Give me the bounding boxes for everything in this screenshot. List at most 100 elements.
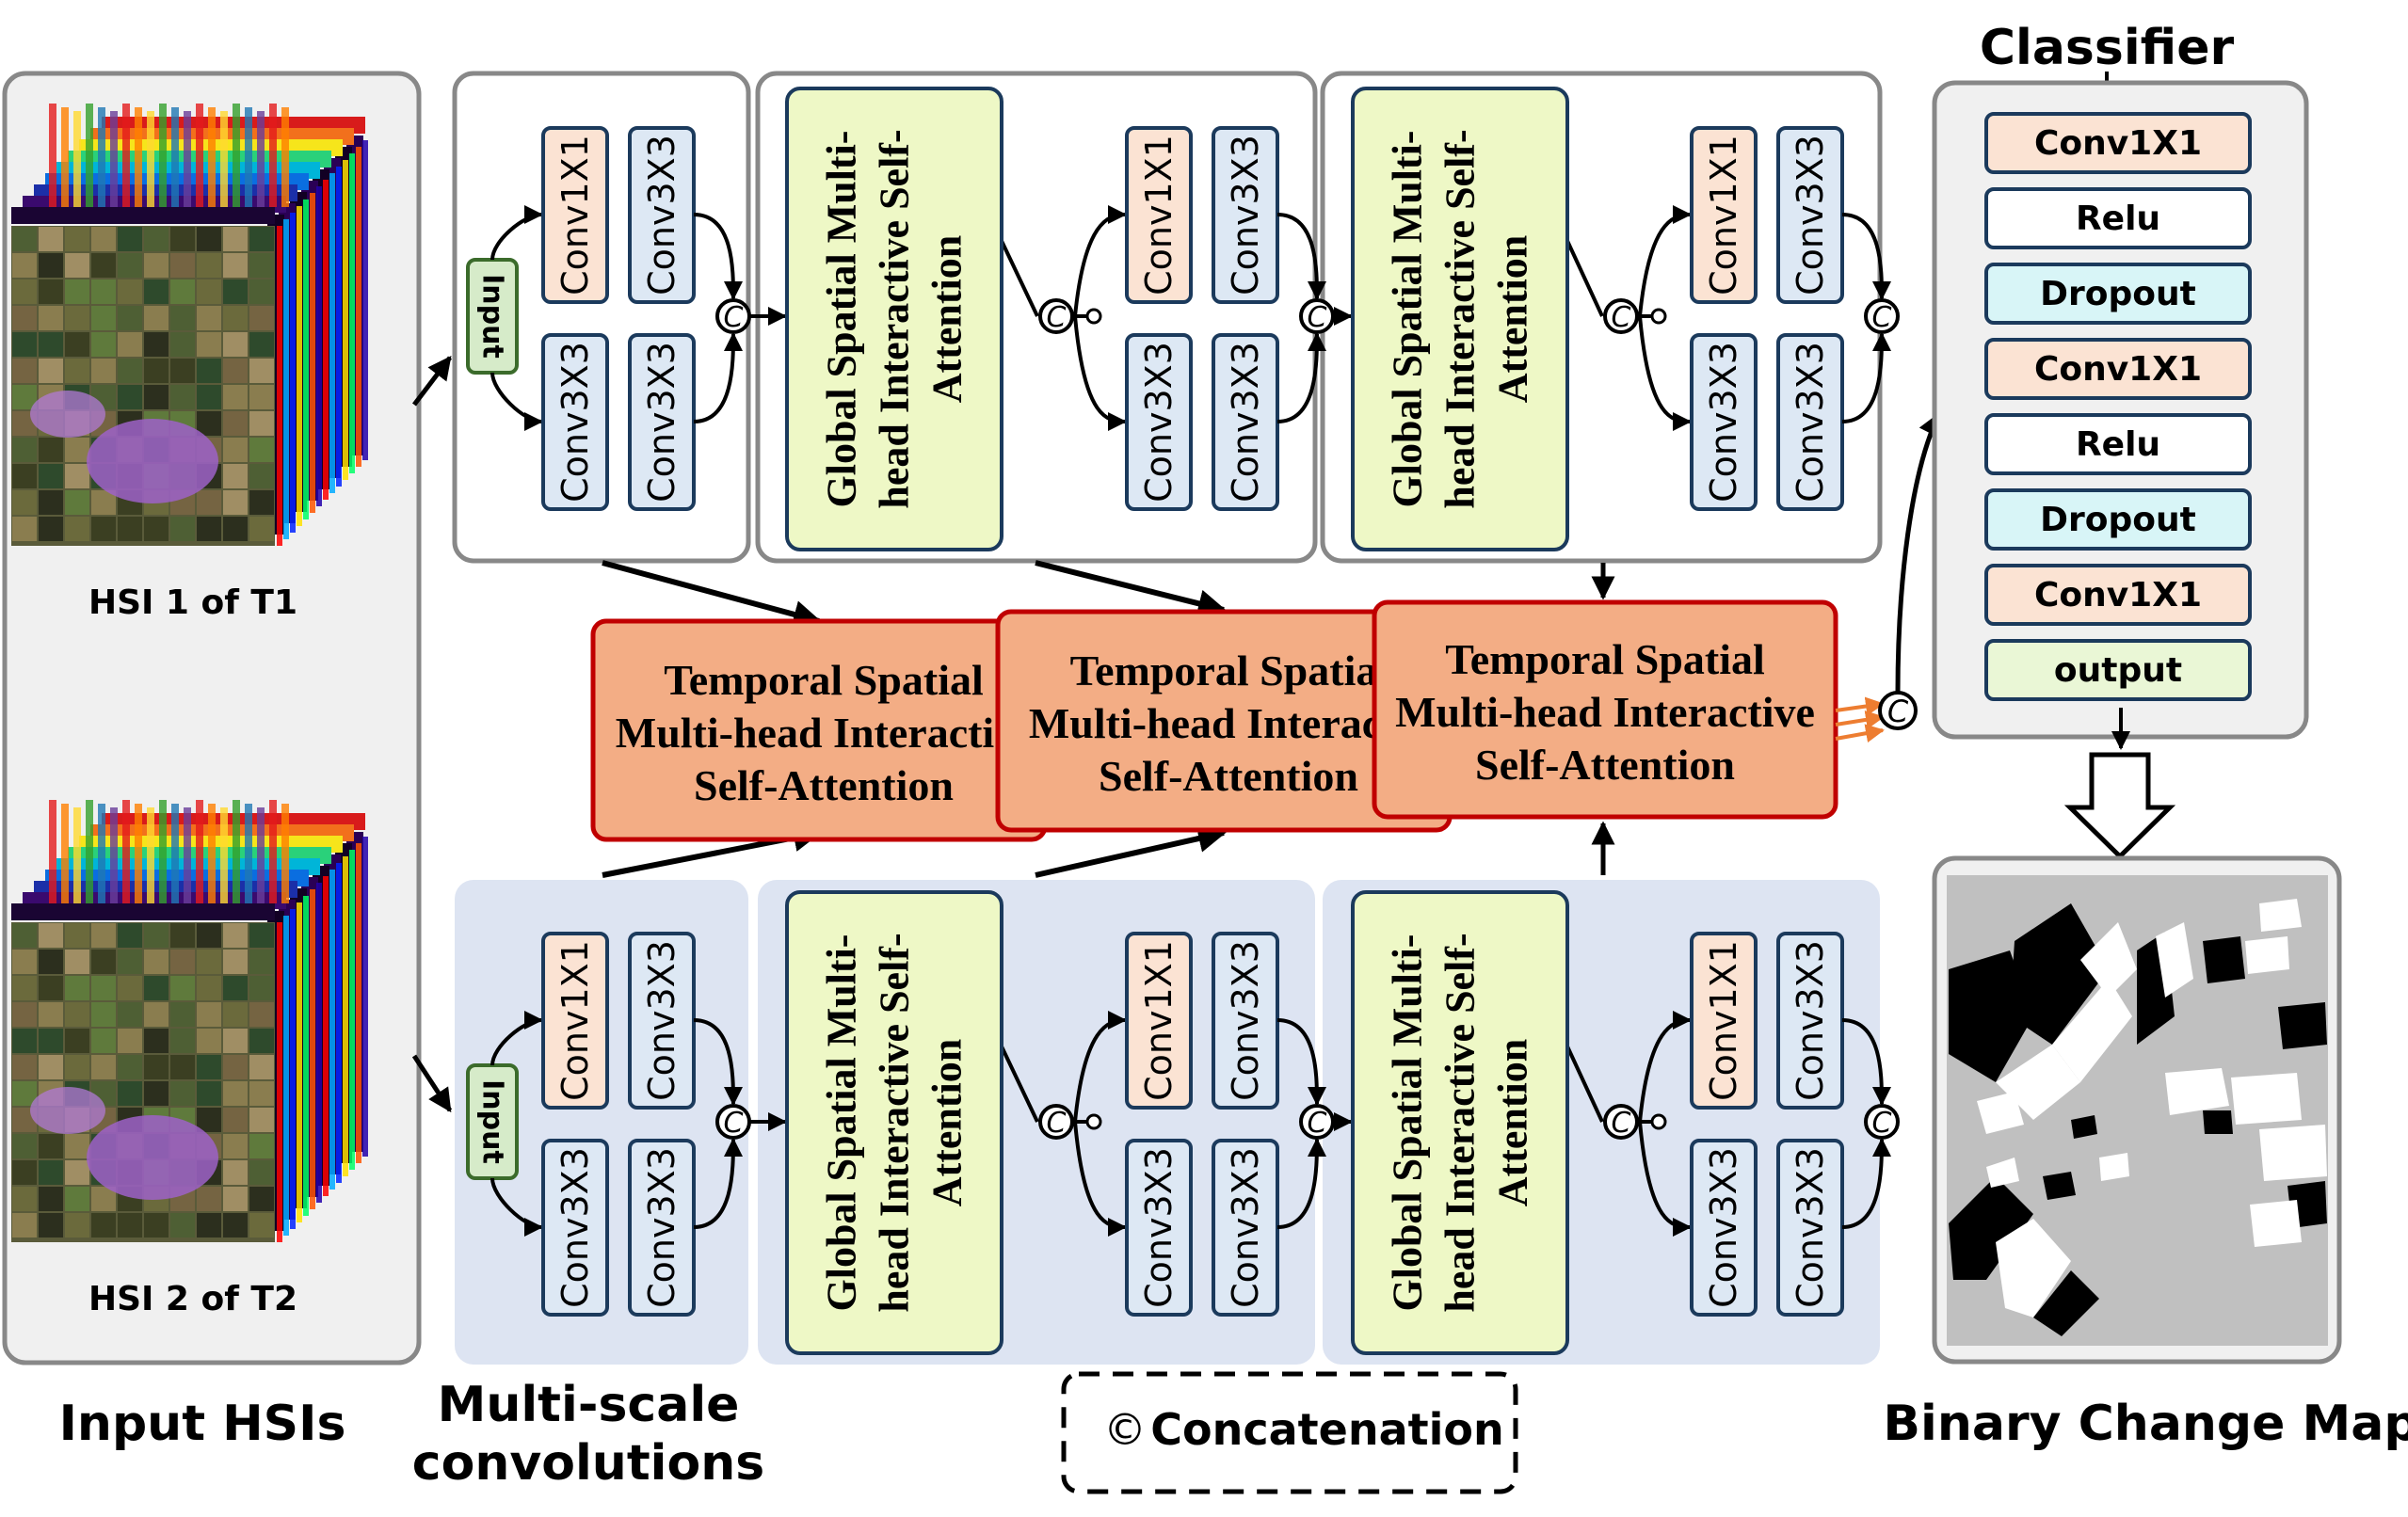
arrow-input2 (411, 1054, 453, 1113)
conv3x3-a-bot-1: Conv3X3 (628, 932, 696, 1110)
classifier-layer-output: output (1984, 639, 2252, 701)
conv3x3-c-bot-2: Conv3X3 (1212, 1139, 1279, 1317)
svg-text:Conv3X3: Conv3X3 (554, 1147, 596, 1308)
svg-text:Conv3X3: Conv3X3 (1225, 1147, 1266, 1308)
conv1x1-bot-1: Conv1X1 (541, 932, 609, 1110)
svg-text:Conv1X1: Conv1X1 (1138, 940, 1180, 1101)
svg-text:Conv1X1: Conv1X1 (554, 135, 596, 295)
svg-text:C: C (1612, 1107, 1631, 1140)
tsa-1-line1: Temporal Spatial (664, 656, 984, 704)
svg-text:Conv1X1: Conv1X1 (1703, 940, 1744, 1101)
svg-text:Conv1X1: Conv1X1 (2034, 124, 2202, 163)
classifier-layer-conv1x1: Conv1X1 (1984, 564, 2252, 626)
conv3x3-b-bot-1: Conv3X3 (541, 1139, 609, 1317)
conv1x1-top-2: Conv1X1 (1125, 126, 1193, 304)
svg-text:head Interactive Self-: head Interactive Self- (1437, 129, 1484, 508)
svg-text:Dropout: Dropout (2040, 501, 2196, 539)
multiscale-label-line2: convolutions (412, 1435, 764, 1492)
svg-text:Conv3X3: Conv3X3 (641, 342, 682, 503)
svg-text:Relu: Relu (2076, 425, 2160, 464)
hsi2-label: HSI 2 of T2 (88, 1280, 297, 1318)
conv3x3-c-top-2: Conv3X3 (1212, 333, 1279, 511)
svg-text:C: C (724, 301, 744, 334)
conv3x3-b-bot-2: Conv3X3 (1125, 1139, 1193, 1317)
svg-text:Conv3X3: Conv3X3 (1138, 1147, 1180, 1308)
svg-text:Conv3X3: Conv3X3 (554, 342, 596, 503)
hsi-cube-t1 (11, 104, 368, 546)
tsa-3-line2: Multi-head Interactive (1395, 688, 1815, 736)
svg-text:Global Spatial Multi-: Global Spatial Multi- (819, 934, 865, 1312)
classifier-panel (1932, 80, 2309, 740)
svg-text:Input: Input (476, 274, 509, 359)
concat-top-2: C (1299, 298, 1335, 334)
svg-text:Conv3X3: Conv3X3 (1790, 135, 1831, 295)
svg-text:Conv3X3: Conv3X3 (641, 940, 682, 1101)
classifier-title: Classifier (1980, 20, 2235, 76)
hsi1-label: HSI 1 of T1 (88, 583, 297, 622)
conv1x1-bot-3: Conv1X1 (1690, 932, 1758, 1110)
svg-text:Conv3X3: Conv3X3 (1703, 1147, 1744, 1308)
svg-text:Attention: Attention (1490, 1039, 1536, 1206)
svg-text:Conv1X1: Conv1X1 (2034, 350, 2202, 389)
concat-top-3: C (1864, 298, 1900, 334)
svg-text:Global Spatial Multi-: Global Spatial Multi- (1385, 131, 1431, 508)
svg-text:Attention: Attention (924, 235, 971, 403)
gsa-bot-1: Global Spatial Multi-head Interactive Se… (785, 890, 1003, 1355)
svg-text:Conv1X1: Conv1X1 (554, 940, 596, 1101)
classifier-layer-relu: Relu (1984, 413, 2252, 475)
svg-text:C: C (1308, 1107, 1327, 1140)
concat-gsa-bot-2: C (1603, 1104, 1667, 1140)
tsa-3-line3: Self-Attention (1475, 741, 1735, 789)
conv3x3-a-top-3: Conv3X3 (1776, 126, 1844, 304)
conv3x3-c-bot-1: Conv3X3 (628, 1139, 696, 1317)
conv3x3-a-top-1: Conv3X3 (628, 126, 696, 304)
svg-text:Conv3X3: Conv3X3 (641, 135, 682, 295)
legend-symbol: © (1103, 1404, 1147, 1455)
classifier-layer-conv1x1: Conv1X1 (1984, 338, 2252, 400)
conv1x1-bot-2: Conv1X1 (1125, 932, 1193, 1110)
conv3x3-c-top-3: Conv3X3 (1776, 333, 1844, 511)
svg-text:Global Spatial Multi-: Global Spatial Multi- (1385, 934, 1431, 1312)
arrow-input1 (412, 356, 452, 407)
svg-text:C: C (1872, 1107, 1892, 1140)
conv3x3-b-top-2: Conv3X3 (1125, 333, 1193, 511)
svg-text:head Interactive Self-: head Interactive Self- (872, 933, 918, 1312)
classifier-layer-relu: Relu (1984, 187, 2252, 249)
gsa-bot-2: Global Spatial Multi-head Interactive Se… (1351, 890, 1569, 1355)
svg-text:Conv3X3: Conv3X3 (1138, 342, 1180, 503)
concat-bot-3: C (1864, 1104, 1900, 1140)
binary-change-map-label: Binary Change Map (1883, 1396, 2408, 1452)
tsa-2-line1: Temporal Spatia (1070, 647, 1378, 695)
svg-text:Conv3X3: Conv3X3 (1225, 342, 1266, 503)
classifier-layer-conv1x1: Conv1X1 (1984, 112, 2252, 174)
conv3x3-b-bot-3: Conv3X3 (1690, 1139, 1758, 1317)
arrow-to-classifier (1895, 411, 1942, 694)
svg-text:Conv3X3: Conv3X3 (1703, 342, 1744, 503)
orange-arrows (1835, 696, 1885, 743)
svg-text:C: C (1047, 1107, 1067, 1140)
svg-text:Conv1X1: Conv1X1 (1703, 135, 1744, 295)
classifier-layer-dropout: Dropout (1984, 263, 2252, 325)
conv3x3-a-bot-2: Conv3X3 (1212, 932, 1279, 1110)
conv3x3-b-top-1: Conv3X3 (541, 333, 609, 511)
tsa-1-line2: Multi-head Interacti (616, 709, 995, 757)
svg-text:Global Spatial Multi-: Global Spatial Multi- (819, 131, 865, 508)
svg-text:Input: Input (476, 1079, 509, 1164)
svg-text:Attention: Attention (924, 1039, 971, 1206)
tsa-3-line1: Temporal Spatial (1445, 635, 1765, 683)
tsa-2-line2: Multi-head Interac (1029, 699, 1381, 747)
svg-text:C: C (1887, 694, 1909, 729)
gsa-top-2: Global Spatial Multi-head Interactive Se… (1351, 87, 1569, 551)
svg-text:C: C (1872, 301, 1892, 334)
svg-text:Attention: Attention (1490, 235, 1536, 403)
svg-text:Conv3X3: Conv3X3 (1225, 135, 1266, 295)
binary-change-map-image (1947, 875, 2328, 1346)
classifier-layer-dropout: Dropout (1984, 488, 2252, 551)
svg-text:C: C (1612, 301, 1631, 334)
svg-text:Conv3X3: Conv3X3 (1790, 342, 1831, 503)
tsa-box-3: Temporal Spatial Multi-head Interactive … (1372, 599, 1838, 820)
svg-text:C: C (724, 1107, 744, 1140)
svg-text:Relu: Relu (2076, 200, 2160, 238)
svg-text:Conv3X3: Conv3X3 (1790, 940, 1831, 1101)
